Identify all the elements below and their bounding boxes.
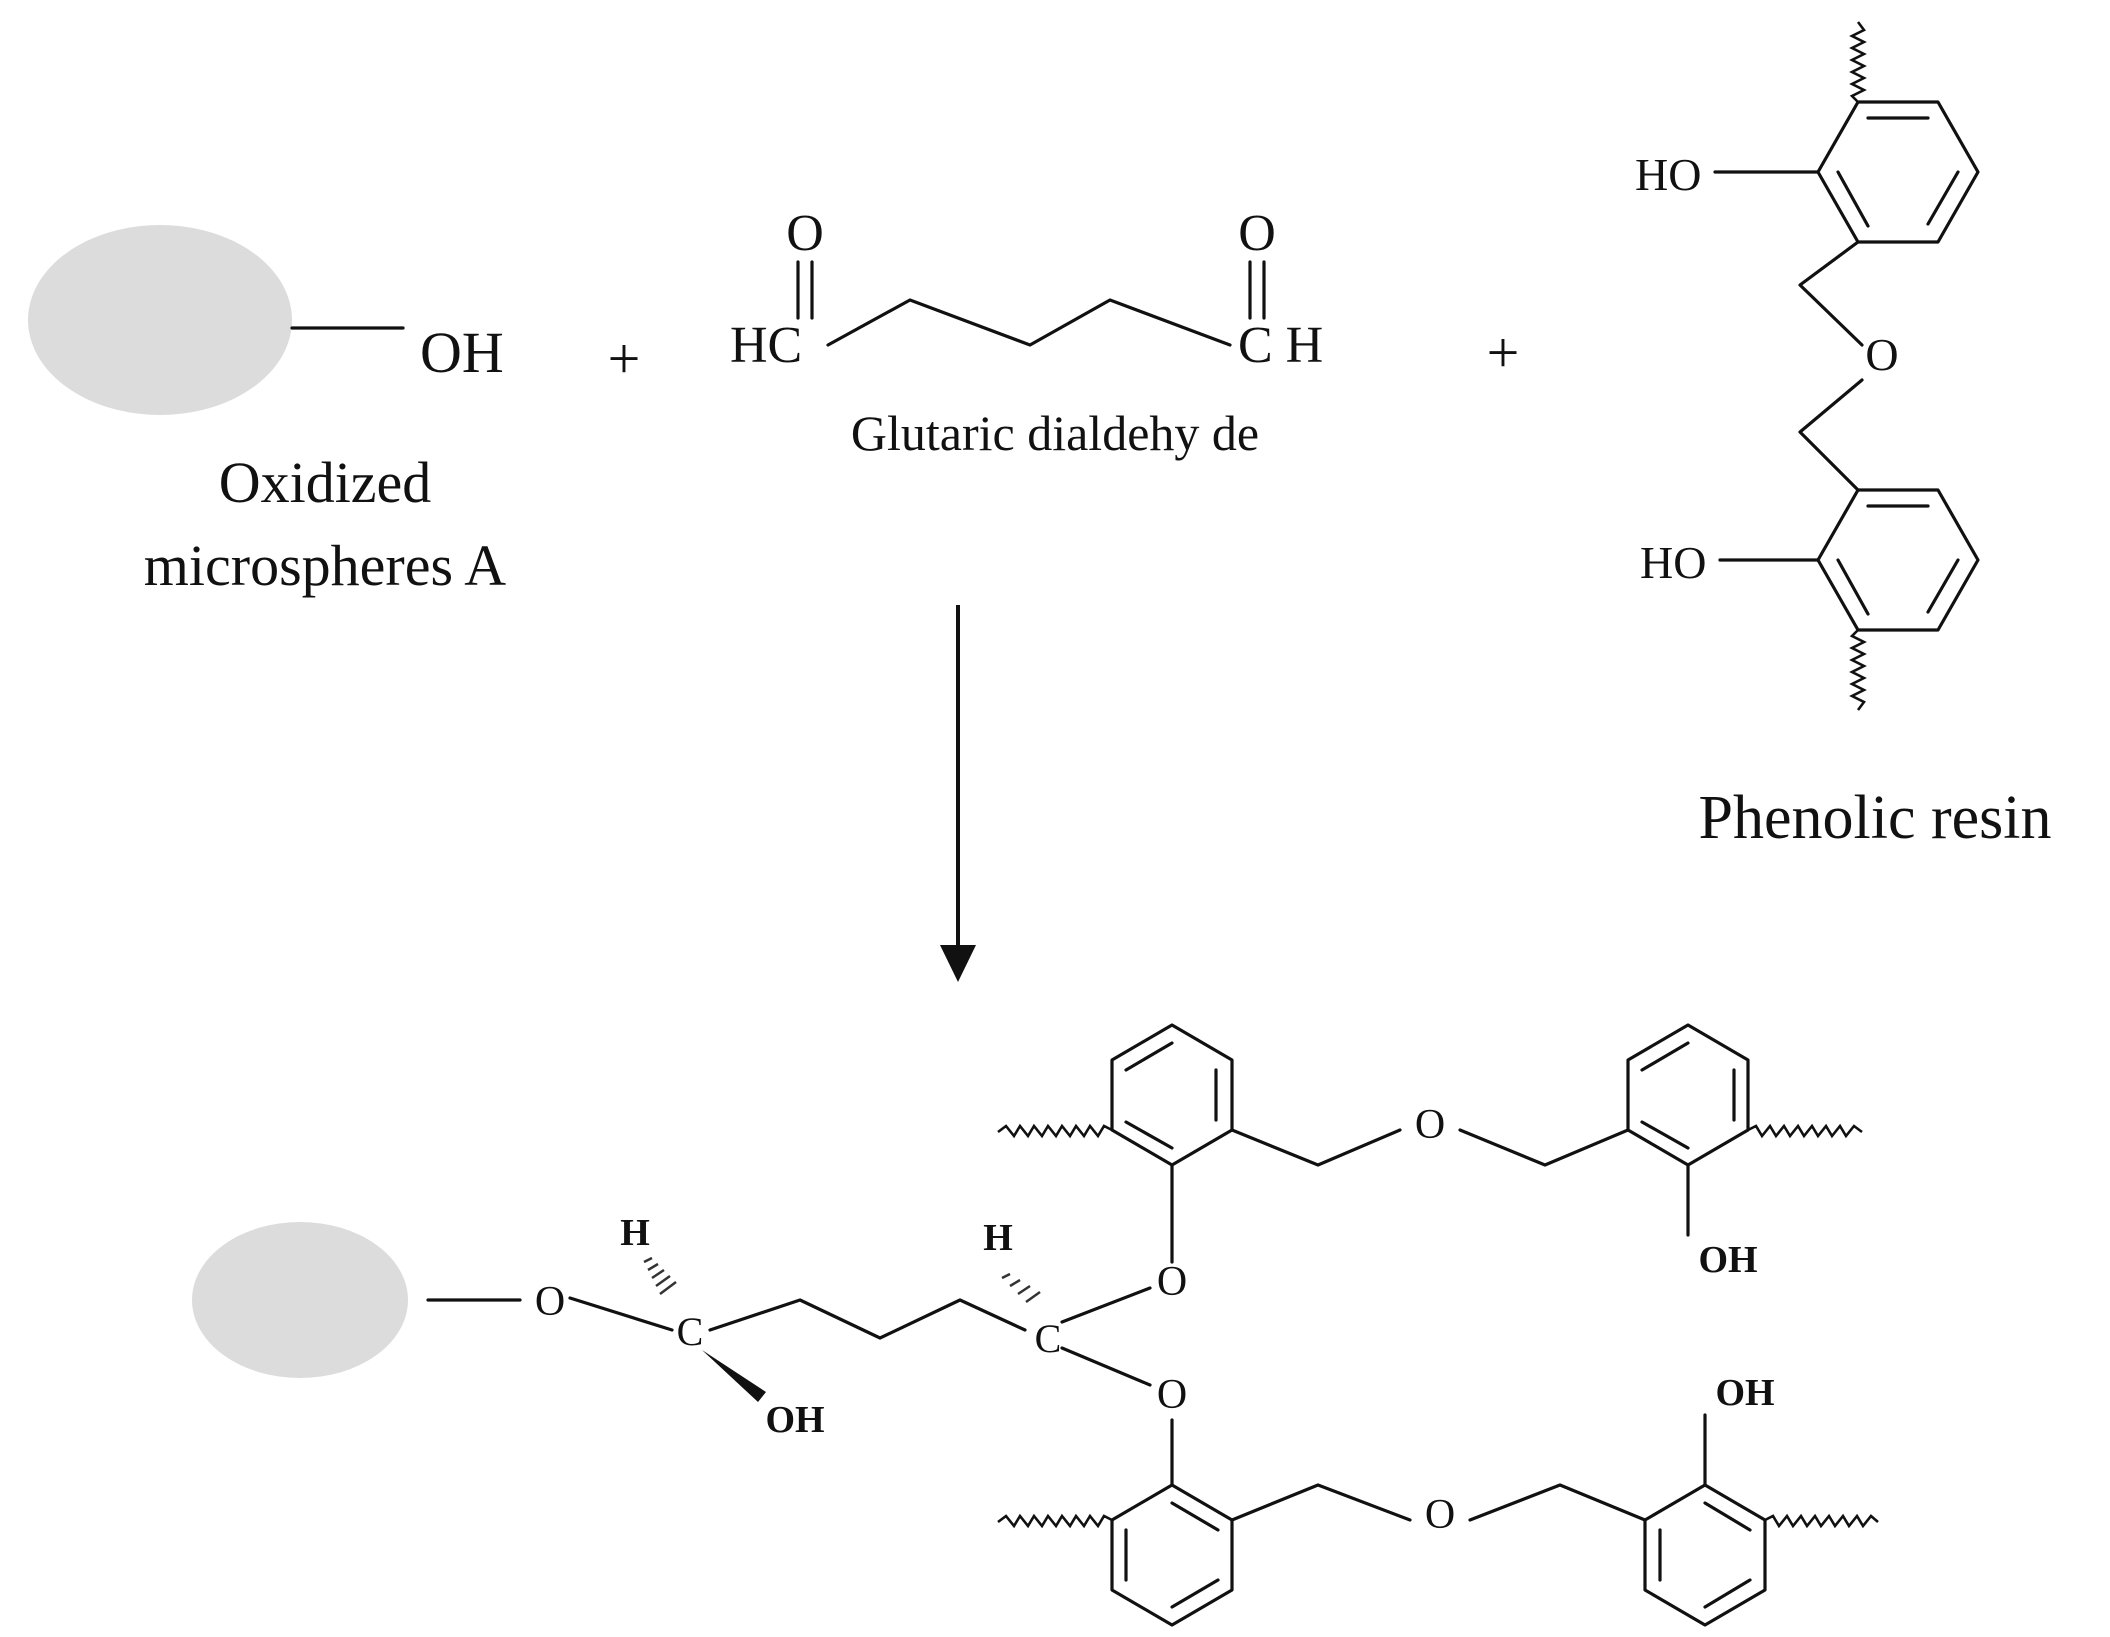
aldehyde-hc-left: HC [730, 317, 802, 374]
phenolic-ho-bottom: HO [1640, 537, 1706, 588]
product-structure: O H C OH H C O O [192, 1023, 1879, 1627]
phenolic-ho-top: HO [1635, 149, 1701, 200]
product-o-acetal-bottom: O [1157, 1372, 1187, 1418]
microsphere-a [28, 225, 292, 415]
product-o-link: O [535, 1279, 565, 1325]
aldehyde-o-right: O [1238, 205, 1276, 262]
product-c-left: C [677, 1309, 704, 1354]
product-c-right: C [1035, 1316, 1062, 1361]
phenolic-o-bridge: O [1865, 329, 1898, 380]
product-o-bridge-top: O [1415, 1102, 1445, 1148]
microsphere-name-line1: Oxidized [219, 450, 432, 515]
glutaraldehyde-structure: O HC O C H Glutaric dialdehy de [730, 205, 1323, 461]
aldehyde-o-left: O [786, 205, 824, 262]
aldehyde-ch-right: C H [1238, 317, 1323, 374]
product-o-acetal-top: O [1157, 1259, 1187, 1305]
phenolic-resin-structure: HO O HO Phenolic resin [1635, 21, 2052, 852]
glutaraldehyde-name: Glutaric dialdehy de [851, 405, 1259, 461]
plus-sign-2: + [1487, 320, 1520, 385]
product-oh-left: OH [765, 1399, 824, 1441]
reaction-arrow [940, 605, 976, 982]
product-oh-bottom-right: OH [1715, 1372, 1774, 1414]
product-microsphere [192, 1222, 408, 1378]
product-h-left: H [620, 1212, 650, 1254]
microsphere-oh-label: OH [420, 320, 504, 385]
product-oh-top-right: OH [1698, 1239, 1757, 1281]
plus-sign-1: + [608, 326, 641, 391]
microsphere-name-line2: microspheres A [144, 533, 507, 598]
product-o-bridge-bottom: O [1425, 1492, 1455, 1538]
phenolic-resin-name: Phenolic resin [1699, 784, 2052, 852]
product-h-right: H [983, 1217, 1013, 1259]
